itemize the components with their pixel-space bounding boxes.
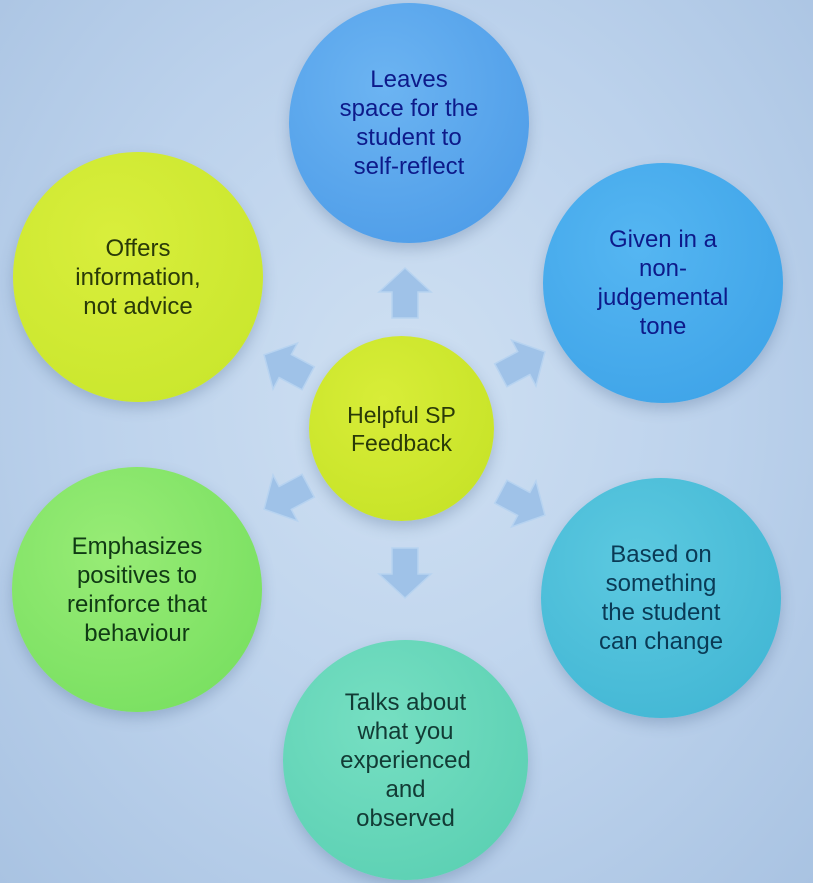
node-non-judgemental: Given in a non- judgemental tone [543,163,783,403]
node-experienced-observed-label: Talks about what you experienced and obs… [340,688,471,832]
node-self-reflect: Leaves space for the student to self-ref… [289,3,529,243]
node-experienced-observed: Talks about what you experienced and obs… [283,640,528,880]
node-emphasizes-positives-label: Emphasizes positives to reinforce that b… [66,532,208,647]
node-emphasizes-positives: Emphasizes positives to reinforce that b… [12,467,262,712]
arrow-down [377,547,433,600]
arrow-down-right [493,478,546,529]
arrow-up [377,266,433,319]
node-student-can-change: Based on something the student can chang… [541,478,781,718]
node-non-judgemental-label: Given in a non- judgemental tone [597,226,729,340]
arrow-up-left [263,341,316,392]
center-node: Helpful SP Feedback [309,336,494,521]
node-information-not-advice-label: Offers information, not advice [75,234,201,320]
arrow-up-right [493,338,546,389]
node-information-not-advice: Offers information, not advice [13,152,263,402]
arrow-down-left [263,472,316,523]
center-node-label: Helpful SP Feedback [347,401,456,456]
node-self-reflect-label: Leaves space for the student to self-ref… [339,66,479,180]
node-student-can-change-label: Based on something the student can chang… [598,541,724,655]
